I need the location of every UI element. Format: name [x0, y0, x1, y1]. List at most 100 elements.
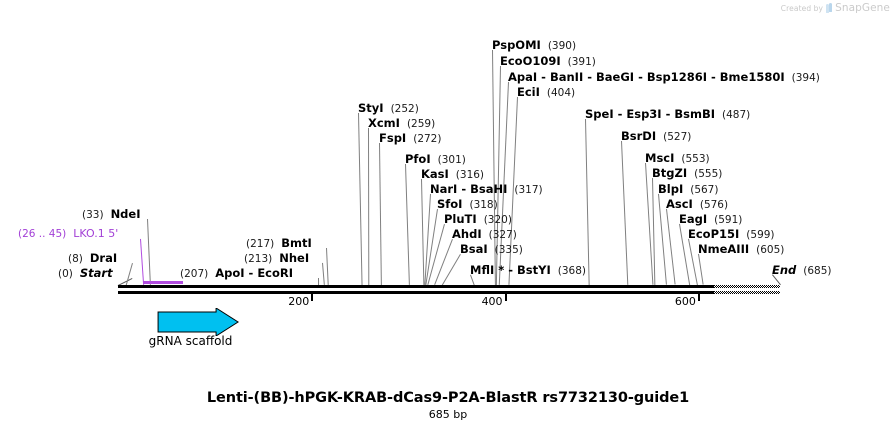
- separator-dash: -: [244, 266, 258, 280]
- leader-line-kasi: [421, 178, 425, 285]
- site-label-mfli-bstyi[interactable]: MflI * - BstYI (368): [470, 263, 586, 277]
- site-position: (272): [413, 133, 442, 145]
- site-label-end[interactable]: End (685): [772, 263, 832, 277]
- site-enzyme-name: AhdI: [452, 227, 482, 241]
- grna-scaffold-label: gRNA scaffold: [148, 334, 233, 348]
- site-position: (217): [246, 238, 275, 250]
- feature-bar-lko1-5prime[interactable]: [143, 281, 184, 284]
- site-enzyme-name: BaeGI: [596, 70, 635, 84]
- site-position: (599): [746, 229, 775, 241]
- site-label-ecoo109i[interactable]: EcoO109I (391): [500, 55, 596, 68]
- site-enzyme-name: KasI: [421, 167, 449, 181]
- leader-line-lko1-5prime: [140, 238, 145, 285]
- site-label-ahdi[interactable]: AhdI (327): [452, 227, 517, 241]
- grna-scaffold-arrow[interactable]: [157, 308, 239, 336]
- site-enzyme-name: ApoI: [215, 266, 245, 280]
- site-label-nari-bsahi[interactable]: NarI - BsaHI (317): [430, 182, 543, 196]
- site-label-kasi[interactable]: KasI (316): [421, 167, 485, 181]
- site-enzyme-name: NarI: [430, 182, 458, 196]
- site-label-btgzi[interactable]: BtgZI (555): [652, 167, 722, 180]
- site-position: (576): [699, 199, 729, 211]
- site-enzyme-name: EcoRI: [257, 266, 294, 280]
- site-position: (394): [791, 72, 820, 84]
- site-position: (404): [546, 87, 576, 99]
- site-enzyme-name: NheI: [279, 251, 310, 265]
- separator-dash: -: [583, 70, 597, 84]
- leader-line-xcmi: [368, 127, 370, 285]
- site-label-bsai[interactable]: BsaI (335): [460, 243, 523, 256]
- site-enzyme-name: Start: [79, 266, 113, 280]
- site-label-drai[interactable]: (8) DraI: [68, 252, 117, 265]
- site-enzyme-name: MscI: [645, 151, 675, 165]
- leader-line-asci: [666, 208, 676, 285]
- site-position: (591): [714, 214, 743, 226]
- site-position: (685): [803, 265, 832, 277]
- site-enzyme-name: StyI: [358, 101, 384, 115]
- site-label-pfoi[interactable]: PfoI (301): [405, 153, 466, 166]
- site-position: (553): [681, 153, 710, 165]
- leader-line-ecop15i: [688, 238, 698, 285]
- site-label-asci[interactable]: AscI (576): [666, 197, 729, 211]
- site-position: (252): [390, 103, 419, 115]
- site-position: (390): [547, 40, 577, 52]
- site-label-pspomi[interactable]: PspOMI (390): [492, 39, 577, 52]
- backbone-hatch-bottom: [714, 291, 780, 294]
- site-label-ecop15i[interactable]: EcoP15I (599): [688, 227, 775, 241]
- site-label-apoi-ecori[interactable]: (207) ApoI - EcoRI: [180, 266, 294, 280]
- separator-dash: -: [706, 70, 720, 84]
- site-position: (316): [455, 169, 485, 181]
- site-enzyme-name: EcoP15I: [688, 227, 740, 241]
- site-label-bmti[interactable]: (217) BmtI: [246, 236, 312, 250]
- leader-line-nhei: [322, 262, 325, 285]
- ruler-tick: [311, 294, 314, 301]
- site-label-spei-esp3i-bsmbi[interactable]: SpeI - Esp3I - BsmBI (487): [585, 107, 750, 121]
- site-label-start[interactable]: (0) Start: [58, 266, 113, 280]
- site-position: (391): [567, 56, 596, 68]
- separator-dash: -: [661, 107, 675, 121]
- site-label-nhei[interactable]: (213) NheI: [244, 251, 310, 265]
- site-label-apai-group[interactable]: ApaI - BanII - BaeGI - Bsp1286I - Bme158…: [508, 70, 820, 84]
- site-enzyme-name: End: [772, 263, 797, 277]
- site-enzyme-name: AscI: [666, 197, 693, 211]
- separator-dash: -: [457, 182, 471, 196]
- site-label-bsrdi[interactable]: BsrDI (527): [621, 130, 691, 143]
- watermark-brand-text: SnapGene: [835, 2, 890, 14]
- site-label-pluti[interactable]: PluTI (320): [444, 212, 512, 226]
- site-enzyme-name: BmtI: [281, 236, 312, 250]
- backbone-line-bottom: [118, 291, 780, 294]
- site-label-blpi[interactable]: BlpI (567): [658, 183, 718, 196]
- site-enzyme-name: MflI *: [470, 263, 505, 277]
- site-position: (327): [488, 229, 517, 241]
- site-position: (207): [180, 268, 209, 280]
- site-label-xcmi[interactable]: XcmI (259): [368, 117, 436, 130]
- leader-line-pfoi: [405, 163, 410, 285]
- site-position: (317): [514, 184, 543, 196]
- site-position: (259): [406, 118, 436, 130]
- separator-dash: -: [504, 263, 518, 277]
- site-label-fspi[interactable]: FspI (272): [379, 132, 442, 145]
- site-label-lko1-5prime[interactable]: (26 .. 45) LKO.1 5': [18, 228, 118, 241]
- site-label-sfoi[interactable]: SfoI (318): [437, 198, 498, 211]
- site-enzyme-name: BsmBI: [674, 107, 716, 121]
- site-enzyme-name: NmeAIII: [698, 242, 750, 256]
- site-enzyme-name: EciI: [517, 85, 540, 99]
- site-enzyme-name: ApaI: [508, 70, 538, 84]
- site-enzyme-name: SpeI: [585, 107, 614, 121]
- backbone-line-top: [118, 285, 780, 288]
- site-position: (0): [58, 268, 73, 280]
- site-label-ecii[interactable]: EciI (404): [517, 85, 576, 99]
- site-label-ndei[interactable]: (33) NdeI: [82, 208, 141, 221]
- site-position: (33): [82, 209, 104, 221]
- site-label-eagi[interactable]: EagI (591): [679, 213, 743, 226]
- site-label-styi[interactable]: StyI (252): [358, 101, 419, 115]
- watermark-created-by-text: Created by: [780, 3, 824, 13]
- site-enzyme-name: Bsp1286I: [646, 70, 707, 84]
- site-position: (335): [494, 244, 523, 256]
- ruler-tick: [504, 294, 507, 301]
- site-label-nmeaiii[interactable]: NmeAIII (605): [698, 242, 784, 256]
- leader-line-fspi: [379, 142, 382, 285]
- page-title: Lenti-(BB)-hPGK-KRAB-dCas9-P2A-BlastR rs…: [206, 390, 690, 406]
- site-enzyme-name: BanII: [549, 70, 584, 84]
- site-enzyme-name: PluTI: [444, 212, 477, 226]
- site-label-msci[interactable]: MscI (553): [645, 151, 710, 165]
